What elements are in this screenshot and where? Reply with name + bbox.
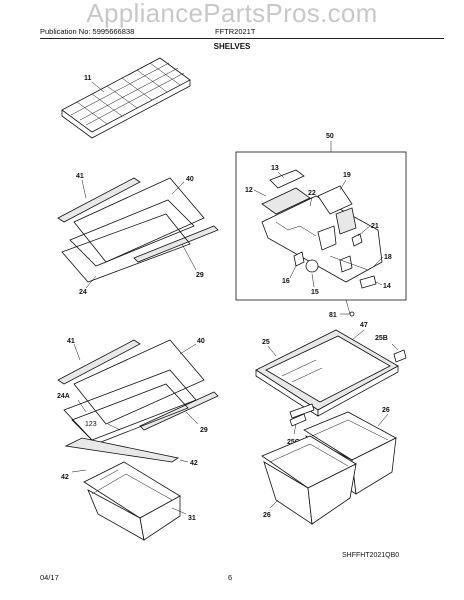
callout-25b: 25B <box>375 335 388 342</box>
leader-42l <box>71 469 87 473</box>
callout-40a: 40 <box>186 176 194 183</box>
callout-25: 25 <box>262 339 270 346</box>
callout-22: 22 <box>308 190 316 197</box>
leader-47 <box>351 329 365 341</box>
leader-41a <box>81 179 87 199</box>
watermark: AppliancePartsPros.com <box>86 0 378 28</box>
leader-22 <box>309 196 313 207</box>
upper-glass-shelf-group <box>57 177 219 283</box>
callout-29a: 29 <box>196 272 204 279</box>
callout-31: 31 <box>188 515 196 522</box>
figure-code: SHFFHT2021QB0 <box>342 552 399 559</box>
crisper-pans <box>261 411 397 525</box>
small-pan <box>83 461 181 541</box>
callout-47: 47 <box>360 322 368 329</box>
leader-42r <box>179 459 189 463</box>
callout-26-left: 26 <box>263 512 271 519</box>
leader-26l <box>269 499 279 509</box>
leader-21 <box>357 225 371 237</box>
lower-glass-shelf-group <box>57 339 219 463</box>
header-rule <box>40 38 444 39</box>
leader-40b <box>179 343 197 355</box>
callout-40b: 40 <box>197 338 205 345</box>
leader-14 <box>375 281 383 286</box>
callout-12: 12 <box>245 187 253 194</box>
leader-11 <box>91 81 105 93</box>
callout-42-left: 42 <box>61 474 69 481</box>
footer-date: 04/17 <box>40 573 59 582</box>
section-title: SHELVES <box>213 42 251 51</box>
callout-29b: 29 <box>200 427 208 434</box>
callout-16: 16 <box>282 278 290 285</box>
control-housing <box>261 169 383 289</box>
leader-18 <box>373 256 384 267</box>
model-number: FFTR2021T <box>215 27 256 36</box>
wire-shelf <box>61 57 191 139</box>
leader-29b <box>185 411 199 425</box>
callout-81: 81 <box>329 312 337 319</box>
leader-41b <box>73 343 81 361</box>
footer-page-number: 6 <box>228 573 233 582</box>
callout-123: 123 <box>85 421 97 428</box>
leader-24a <box>77 399 87 413</box>
screw-81 <box>349 311 355 317</box>
callout-14: 14 <box>383 283 391 290</box>
leader-16 <box>289 265 297 279</box>
leader-25 <box>267 345 277 357</box>
callout-41a: 41 <box>76 173 84 180</box>
leader-13 <box>277 171 285 179</box>
leader-12 <box>253 189 267 197</box>
callout-21: 21 <box>371 223 379 230</box>
publication-number: Publication No: 5995666838 <box>40 27 135 36</box>
callout-24a: 24A <box>57 393 70 400</box>
callout-41b: 41 <box>67 338 75 345</box>
leader-19 <box>339 179 347 191</box>
leader-25b <box>391 343 399 351</box>
leader-15 <box>311 273 315 288</box>
callout-11: 11 <box>84 75 92 82</box>
leader-24 <box>85 275 97 289</box>
leader-25c <box>293 423 297 435</box>
leader-31 <box>171 507 187 515</box>
leader-81 <box>345 299 351 315</box>
leader-29a <box>181 243 197 271</box>
leader-123 <box>107 423 121 431</box>
crisper-assembly-box <box>235 151 407 301</box>
callout-26-right: 26 <box>382 407 390 414</box>
callout-24: 24 <box>79 289 87 296</box>
callout-19: 19 <box>343 172 351 179</box>
callout-13: 13 <box>271 165 279 172</box>
callout-50: 50 <box>326 133 334 140</box>
crisper-cover <box>255 329 407 427</box>
callout-18: 18 <box>384 254 392 261</box>
callout-15: 15 <box>311 289 319 296</box>
leader-26r <box>377 413 389 427</box>
callout-42-right: 42 <box>190 460 198 467</box>
leader-40a <box>171 181 185 195</box>
